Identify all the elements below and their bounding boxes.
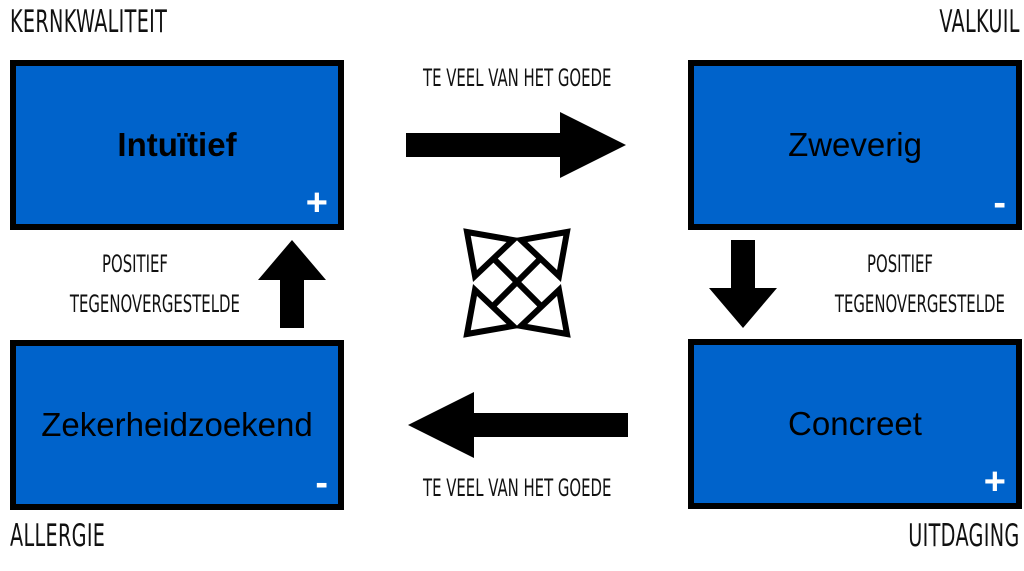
minus-sign: - (315, 462, 328, 504)
label-allergie: ALLERGIE (10, 518, 106, 554)
arrow-down-icon (709, 240, 777, 328)
box-core-quality: Intuïtief + (10, 60, 344, 230)
box-pitfall: Zweverig - (688, 60, 1022, 230)
plus-sign: + (983, 461, 1006, 503)
box-text: Zweverig (788, 126, 922, 163)
box-allergy: Zekerheidzoekend - (10, 340, 344, 510)
box-challenge: Concreet + (688, 339, 1022, 509)
arrow-up-icon (258, 240, 326, 328)
box-text: Intuïtief (117, 126, 237, 163)
plus-sign: + (305, 182, 328, 224)
label-valkuil: VALKUIL (939, 4, 1020, 40)
label-positive-right-1: POSITIEF (867, 250, 933, 278)
label-positive-left-2: TEGENOVERGESTELDE (69, 290, 240, 318)
label-positive-right-2: TEGENOVERGESTELDE (834, 290, 1005, 318)
label-too-much-bottom: TE VEEL VAN HET GOEDE (423, 474, 612, 502)
minus-sign: - (993, 182, 1006, 224)
box-text: Concreet (788, 405, 922, 442)
label-kernkwaliteit: KERNKWALITEIT (10, 4, 168, 40)
arrow-left-icon (408, 392, 628, 458)
box-text: Zekerheidzoekend (41, 406, 313, 443)
label-positive-left-1: POSITIEF (102, 250, 168, 278)
label-too-much-top: TE VEEL VAN HET GOEDE (423, 64, 612, 92)
label-uitdaging: UITDAGING (908, 518, 1020, 554)
four-way-arrows-icon (463, 228, 571, 338)
arrow-right-icon (406, 112, 626, 178)
